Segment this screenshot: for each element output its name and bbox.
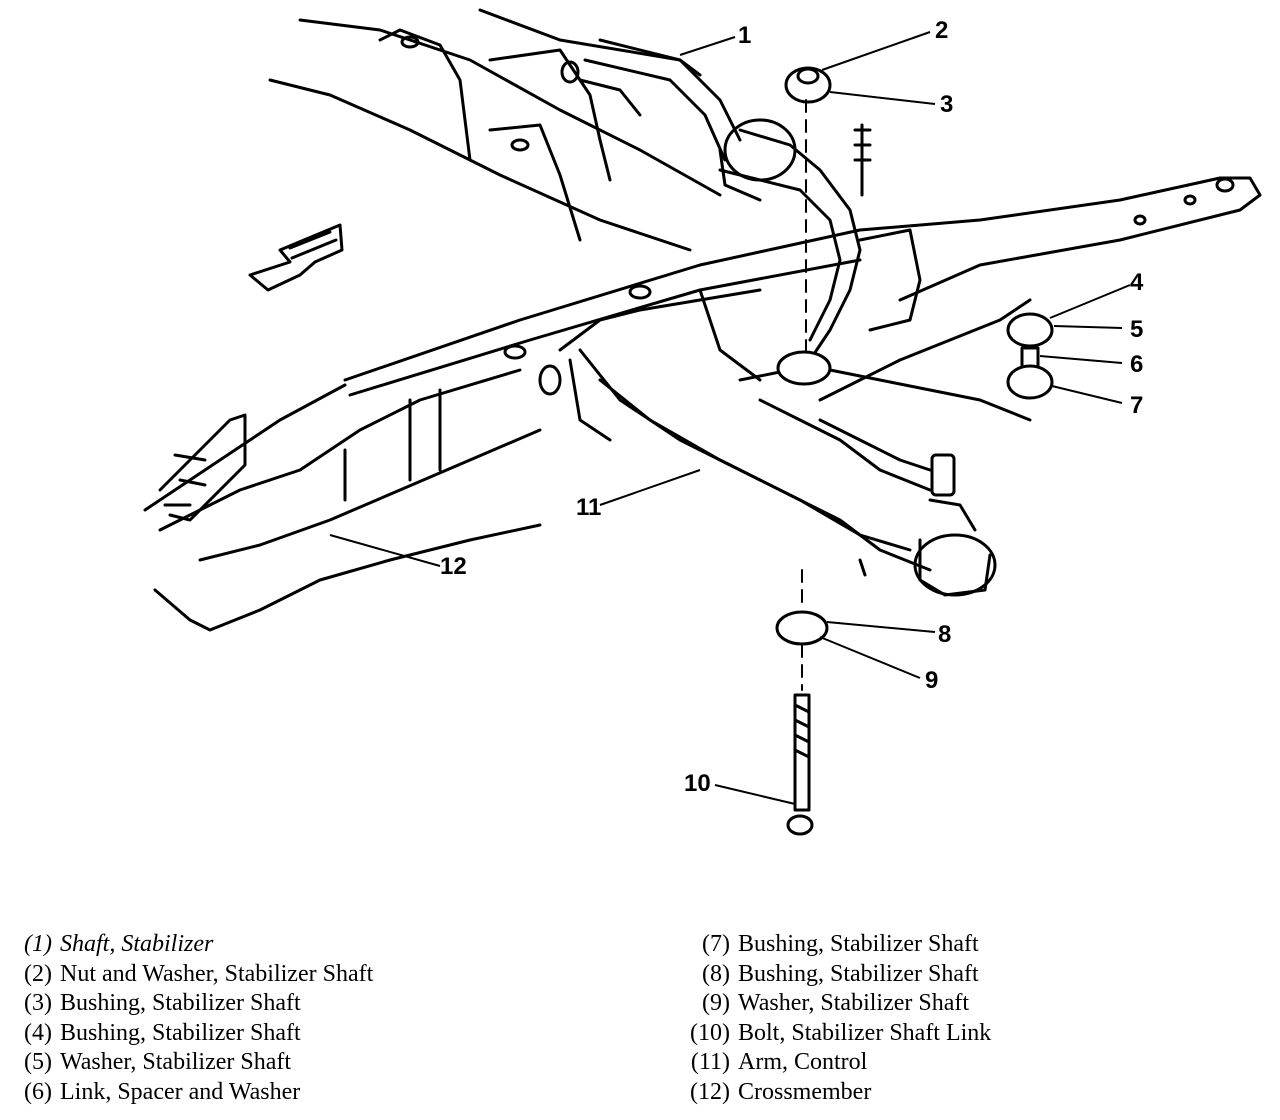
callout-3: 3 (940, 91, 953, 118)
crossmember-body (143, 176, 1262, 632)
callout-6: 6 (1130, 351, 1143, 378)
legend-left-column: (1)Shaft, Stabilizer (2)Nut and Washer, … (6, 930, 373, 1107)
legend-right-column: (7)Bushing, Stabilizer Shaft (8)Bushing,… (684, 930, 991, 1107)
centerline (801, 99, 807, 691)
legend-item: (9)Washer, Stabilizer Shaft (702, 990, 970, 1016)
ball-joint (913, 453, 997, 597)
callout-10: 10 (684, 770, 711, 797)
callout-12: 12 (440, 553, 467, 580)
frame-rail-upper (268, 8, 722, 252)
legend-item: (1)Shaft, Stabilizer (24, 931, 214, 957)
legend-item: (3)Bushing, Stabilizer Shaft (24, 990, 301, 1016)
callout-7: 7 (1130, 392, 1143, 419)
callout-2: 2 (935, 17, 948, 44)
legend-item: (7)Bushing, Stabilizer Shaft (702, 931, 979, 957)
legend-item: (11)Arm, Control (690, 1049, 868, 1075)
legend-item: (12)Crossmember (690, 1078, 872, 1105)
callout-9: 9 (925, 667, 938, 694)
callout-11: 11 (576, 494, 601, 521)
legend-item: (4)Bushing, Stabilizer Shaft (24, 1019, 301, 1046)
suspension-diagram: 1 2 3 4 5 6 7 8 9 10 11 12 (143, 8, 1262, 836)
legend-item: (2)Nut and Washer, Stabilizer Shaft (24, 960, 374, 987)
front-arrow-icon (248, 223, 344, 292)
callout-5: 5 (1130, 316, 1143, 343)
legend-item: (8)Bushing, Stabilizer Shaft (702, 960, 979, 987)
legend-item: (5)Washer, Stabilizer Shaft (24, 1049, 292, 1075)
leader-lines (329, 31, 1131, 805)
callout-1: 1 (738, 22, 751, 49)
control-arm (578, 298, 1032, 577)
left-bracket (158, 413, 247, 522)
link-parts (775, 66, 1054, 836)
callout-8: 8 (938, 621, 951, 648)
legend-item: (10)Bolt, Stabilizer Shaft Link (690, 1019, 992, 1046)
central-mount (538, 228, 922, 442)
callout-4: 4 (1130, 269, 1144, 296)
legend-item: (6)Link, Spacer and Washer (24, 1078, 301, 1105)
